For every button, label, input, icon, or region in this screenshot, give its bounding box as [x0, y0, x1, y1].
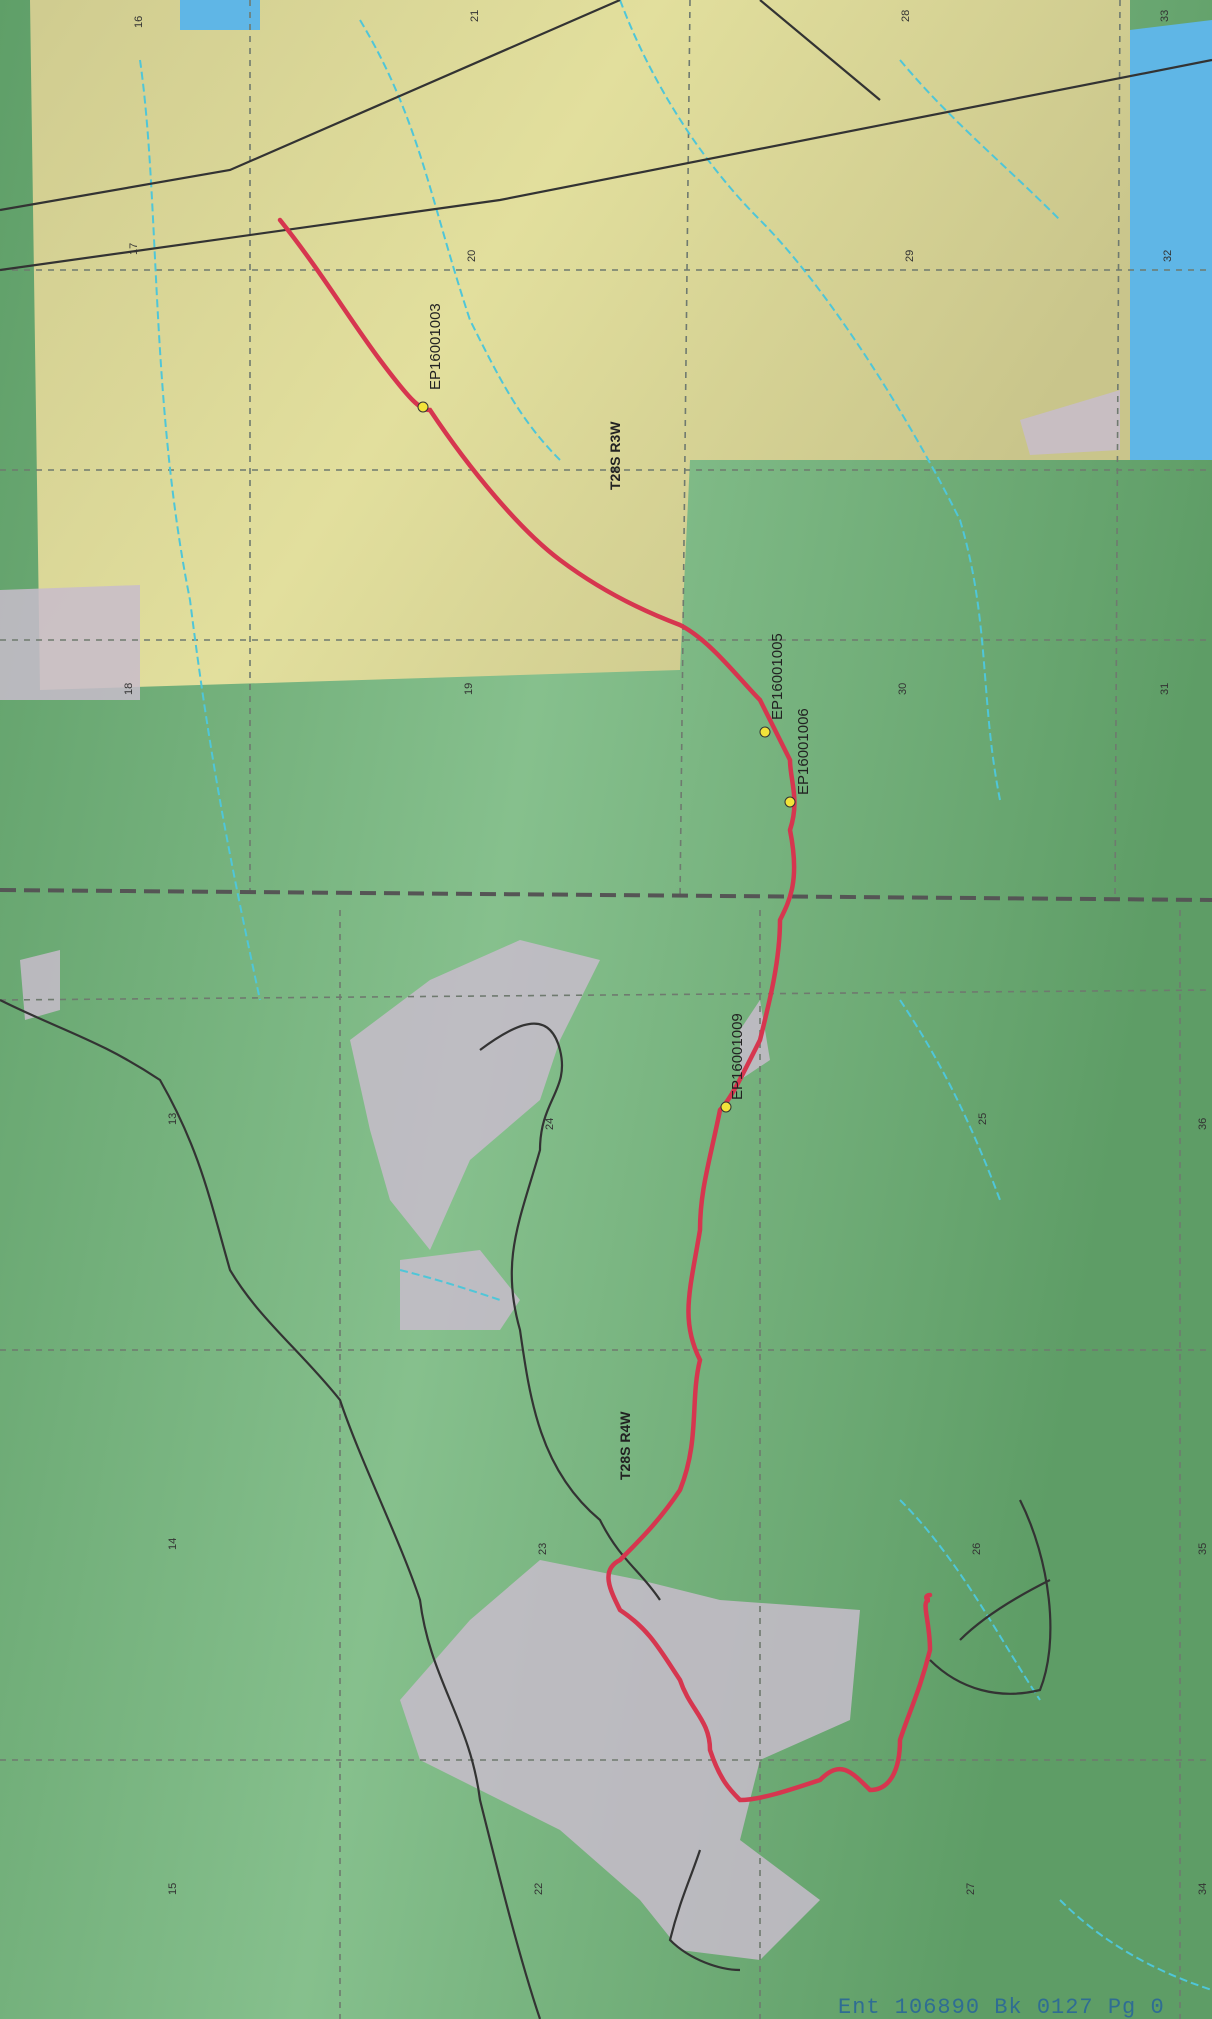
point-label: EP16001003 [427, 303, 444, 390]
section-number: 25 [977, 1113, 989, 1125]
section-number: 33 [1159, 10, 1171, 22]
ownership-yellow-area [10, 0, 1130, 690]
point-label: EP16001009 [729, 1013, 746, 1100]
section-number: 26 [971, 1543, 983, 1555]
survey-point-marker[interactable] [720, 1101, 732, 1113]
section-number: 35 [1197, 1543, 1209, 1555]
survey-point-marker[interactable] [759, 726, 771, 738]
township-label: T28S R3W [607, 421, 623, 490]
survey-point-marker[interactable] [784, 796, 796, 808]
section-number: 19 [463, 683, 475, 695]
recording-stamp: Ent 106890 Bk 0127 Pg 0 [838, 1995, 1165, 2019]
point-label: EP16001006 [795, 708, 812, 795]
ownership-blue-area [1130, 20, 1212, 460]
section-number: 18 [123, 683, 135, 695]
section-number: 21 [469, 10, 481, 22]
point-label: EP16001005 [769, 633, 786, 720]
township-boundary [0, 888, 1212, 902]
section-number: 28 [900, 10, 912, 22]
section-number: 16 [133, 16, 145, 28]
section-number: 20 [466, 250, 478, 262]
streams [139, 0, 1212, 1991]
section-number: 27 [965, 1883, 977, 1895]
section-number: 30 [897, 683, 909, 695]
private-parcel-gray [1020, 390, 1120, 455]
section-number: 14 [167, 1538, 179, 1550]
private-parcel-gray [350, 940, 600, 1250]
section-number: 29 [904, 250, 916, 262]
private-parcel-gray [20, 950, 60, 1020]
section-number: 17 [128, 243, 140, 255]
private-parcel-gray [400, 1250, 520, 1330]
section-number: 24 [544, 1118, 556, 1130]
private-parcel-gray [0, 585, 140, 700]
section-number: 36 [1197, 1118, 1209, 1130]
section-number: 34 [1197, 1883, 1209, 1895]
township-label: T28S R4W [617, 1411, 633, 1480]
section-number: 15 [167, 1883, 179, 1895]
section-number: 32 [1162, 250, 1174, 262]
section-number: 22 [533, 1883, 545, 1895]
section-number: 23 [537, 1543, 549, 1555]
survey-route [277, 217, 933, 1803]
section-number: 13 [167, 1113, 179, 1125]
survey-point-marker[interactable] [417, 401, 429, 413]
ownership-blue-corner [180, 0, 260, 30]
section-number: 31 [1159, 683, 1171, 695]
